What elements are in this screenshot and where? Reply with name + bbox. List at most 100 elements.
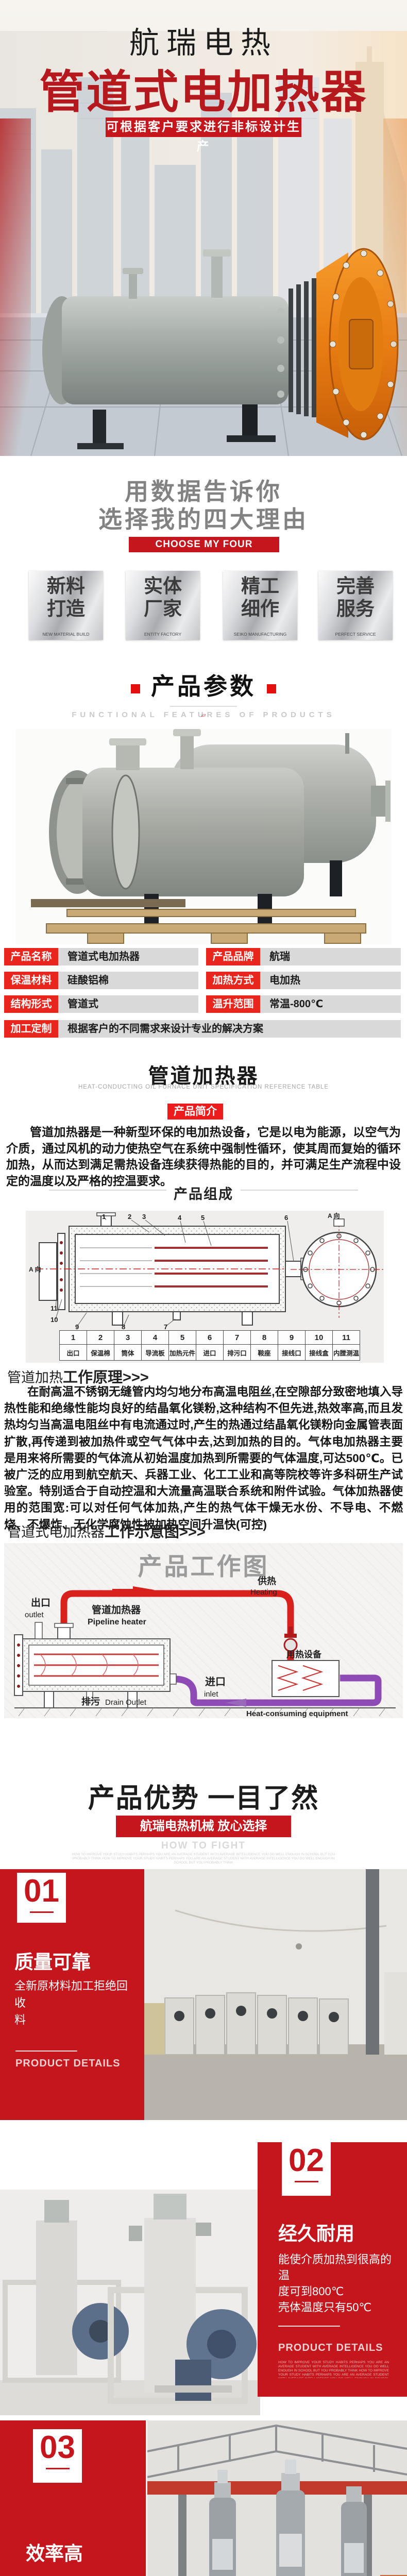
svg-text:A 向: A 向 [328, 1212, 340, 1219]
section-03-number-box: 03 [33, 2429, 82, 2483]
svg-text:供热: 供热 [257, 1575, 276, 1586]
params-title: 产品参数 [151, 673, 256, 700]
comp-line-right [241, 1190, 358, 1191]
badge-new-material: 新料打造 NEW MATERIAL BUILD [29, 571, 103, 640]
hero-heater-graphic [42, 248, 399, 449]
svg-text:出口: 出口 [31, 1597, 50, 1608]
svg-text:Pipeline heater: Pipeline heater [88, 1618, 146, 1626]
spec-label: 保温材料 [4, 972, 58, 989]
svg-text:进口: 进口 [205, 1676, 226, 1688]
principle-heading: 管道加热工作原理>>> [7, 1369, 149, 1386]
composition-drawing: 1 2 3 4 5 6 7 8 9 10 11 A 向 A 向 [29, 1212, 384, 1330]
section-03-photo [147, 2420, 407, 2576]
product-photo-illustration [15, 729, 392, 944]
hero-left-red-gradient [0, 118, 31, 456]
params-divider [170, 706, 237, 707]
badge-seiko: 精工细作 SEIKO MANUFACTURING [223, 571, 297, 640]
svg-text:2: 2 [128, 1213, 131, 1221]
badge-cn: 实体厂家 [144, 575, 182, 619]
svg-text:3: 3 [142, 1213, 146, 1221]
badge-cn: 新料打造 [47, 575, 85, 619]
reasons-line2: 选择我的四大理由 [98, 506, 309, 533]
spec-value: 硅酸铝棉 [58, 972, 198, 989]
spec-label: 产品名称 [4, 948, 58, 965]
number-underline [45, 2468, 70, 2470]
intro-tag-button: 产品简介 [167, 1104, 223, 1120]
intro-subtitle: HEAT-CONDUCTING OIL FURNACE UNIT SPECIFI… [78, 1084, 329, 1090]
hero-banner: 可根据客户要求进行非标设计生产 [106, 117, 301, 154]
spec-label: 加工定制 [4, 1020, 58, 1038]
deco-red-square-left [131, 684, 140, 693]
svg-text:管道加热器: 管道加热器 [92, 1604, 141, 1616]
number-underline [294, 2181, 318, 2183]
svg-text:outlet: outlet [25, 1611, 44, 1619]
badge-en: SEIKO MANUFACTURING [233, 632, 287, 637]
section-02-number-box: 02 [282, 2142, 331, 2196]
section-number: 03 [40, 2430, 75, 2465]
section-02-details: PRODUCT DETAILS [278, 2342, 383, 2353]
section-number: 01 [24, 1873, 59, 1909]
section-02-divider [278, 2326, 340, 2327]
svg-text:9: 9 [75, 1323, 79, 1330]
section-01-red-block: 01 质量可靠 全新原材料加工拒绝回收料 PRODUCT DETAILS [0, 1869, 144, 2120]
section-01-divider [15, 2050, 77, 2052]
svg-text:7: 7 [164, 1323, 167, 1330]
svg-text:1: 1 [102, 1213, 106, 1221]
badge-entity-factory: 实体厂家 ENTITY FACTORY [126, 571, 200, 640]
svg-text:6: 6 [284, 1214, 288, 1222]
section-01-text: 全新原材料加工拒绝回收料 [14, 1979, 128, 2026]
intro-title: 管道加热器 [148, 1065, 259, 1088]
svg-text:5: 5 [201, 1214, 205, 1222]
svg-text:Drain Outlet: Drain Outlet [105, 1698, 147, 1707]
badge-cn: 精工细作 [241, 575, 279, 619]
badge-service: 完善服务 PERFECT SERVICE [318, 571, 393, 640]
brand-name: 航瑞电热 [129, 26, 278, 60]
params-subtitle: FUNCTIONAL FEATURES OF PRODUCTS [72, 710, 335, 719]
svg-text:inlet: inlet [204, 1690, 218, 1699]
chevron-updown-icon: ▵▿ [201, 713, 206, 718]
hero-right-glow [383, 118, 407, 456]
svg-text:Heating: Heating [250, 1588, 277, 1597]
spec-value: 航瑞 [260, 948, 401, 965]
section-01-photo [144, 1869, 407, 2120]
spec-label: 温升范围 [206, 995, 260, 1013]
svg-text:Heat-consuming equipment: Heat-consuming equipment [246, 1709, 348, 1718]
section-02-title: 经久耐用 [278, 2223, 354, 2244]
svg-text:8: 8 [122, 1323, 125, 1330]
reasons-line1: 用数据告诉你 [125, 478, 282, 505]
spec-value: 常温-800℃ [260, 995, 401, 1013]
work-diagram-panel: 产品工作图 [4, 1543, 403, 1718]
badge-en: NEW MATERIAL BUILD [42, 632, 90, 637]
section-02-fine-print: HOW TO IMPROVE YOUR STUDY HABITS PERHAPS… [278, 2361, 389, 2378]
badge-cn: 完善服务 [336, 575, 375, 619]
badge-en: PERFECT SERVICE [335, 632, 376, 637]
section-01-title: 质量可靠 [14, 1952, 91, 1973]
svg-text:用热设备: 用热设备 [286, 1649, 322, 1659]
svg-text:10: 10 [50, 1316, 58, 1324]
svg-text:4: 4 [178, 1214, 182, 1222]
number-underline [29, 1911, 54, 1913]
svg-text:A 向: A 向 [29, 1265, 41, 1273]
spec-value: 管道式 [58, 995, 198, 1013]
schematic-heading: 管道式电加热器工作示意图>>> [7, 1524, 206, 1540]
principle-paragraph: 在耐高温不锈钢无缝管内均匀地分布高温电阻丝,在空隙部分致密地填入导热性能和绝缘性… [4, 1385, 403, 1531]
badge-en: ENTITY FACTORY [144, 632, 182, 637]
spec-label: 产品品牌 [206, 948, 260, 965]
work-diagram-title: 产品工作图 [138, 1553, 269, 1580]
section-number: 02 [289, 2143, 324, 2178]
spec-value: 电加热 [260, 972, 401, 989]
advantages-fine-print: HOW TO IMPROVE YOUR STUDY HABITS PERHAPS… [72, 1853, 335, 1865]
parts-name-row: 出口保温棉 筒体导流板 加热元件进口 排污口鞍座 接线口接线盒 内膛测温 [59, 1344, 360, 1361]
product-title: 管道式电加热器 [39, 66, 368, 117]
spec-label: 结构形式 [4, 995, 58, 1013]
section-01-details: PRODUCT DETAILS [15, 2058, 121, 2069]
advantages-how: HOW TO FIGHT [161, 1840, 246, 1851]
section-03-title: 效率高 [26, 2543, 83, 2564]
intro-paragraph: 管道加热器是一种新型环保的电加热设备，它是以电为能源，以空气为介质，通过风机的动… [6, 1125, 401, 1188]
spec-value: 根据客户的不同需求来设计专业的解决方案 [58, 1020, 401, 1038]
